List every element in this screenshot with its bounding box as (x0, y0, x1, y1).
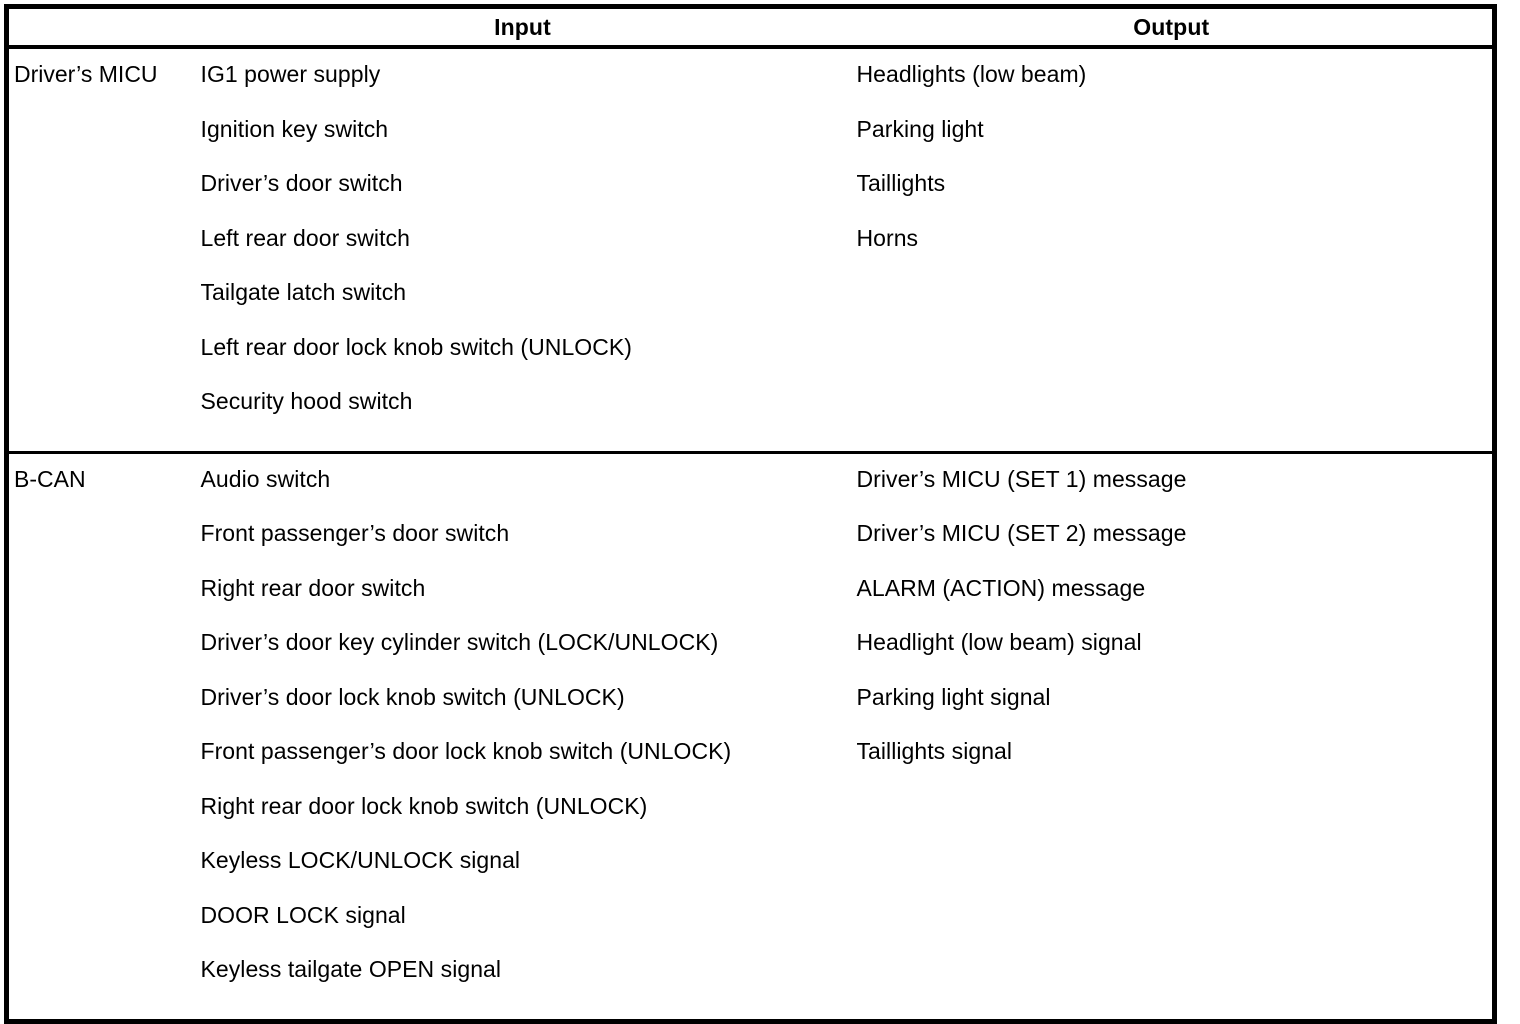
row-input-cell-b-can: Audio switch Front passenger’s door swit… (194, 452, 851, 1021)
list-item: Driver’s door lock knob switch (UNLOCK) (200, 683, 625, 710)
header-input-text: Input (494, 14, 551, 40)
list-item: Left rear door lock knob switch (UNLOCK) (200, 333, 632, 360)
list-item: Audio switch (200, 465, 331, 492)
list-item: Right rear door lock knob switch (UNLOCK… (200, 792, 648, 819)
header-cell-output: Output (850, 6, 1495, 49)
row-label-cell-b-can: B-CAN (6, 452, 195, 1021)
list-item: Horns (856, 224, 919, 251)
input-output-table: Input Output Driver’s MICU IG1 p (4, 4, 1497, 1024)
list-item: Driver’s MICU (SET 2) message (856, 520, 1187, 546)
list-item: Front passenger’s door lock knob switch … (200, 738, 732, 764)
list-item: Front passenger’s door switch (200, 520, 510, 546)
list-item: Headlight (low beam) signal (856, 629, 1142, 655)
list-item: Driver’s MICU (SET 1) message (856, 465, 1187, 492)
list-item: Driver’s door key cylinder switch (LOCK/… (200, 629, 719, 655)
document-page: Input Output Driver’s MICU IG1 p (4, 4, 1497, 1024)
table-row: Driver’s MICU IG1 power supply Ignition … (6, 47, 1495, 454)
list-item: IG1 power supply (200, 61, 381, 87)
list-item: Left rear door switch (200, 224, 410, 251)
list-item: Right rear door switch (200, 574, 426, 601)
list-item: Parking light (856, 115, 984, 142)
header-cell-input: Input (194, 6, 851, 49)
output-item-list: Headlights (low beam) Parking light Tail… (857, 59, 1493, 277)
row-output-cell-driver-micu: Headlights (low beam) Parking light Tail… (850, 47, 1495, 454)
table-header-row: Input Output (6, 6, 1495, 49)
output-item-list: Driver’s MICU (SET 1) message Driver’s M… (857, 464, 1493, 791)
row-label-text: B-CAN (14, 465, 86, 492)
list-item: Security hood switch (200, 388, 413, 414)
list-item: Parking light signal (856, 683, 1051, 710)
list-item: Tailgate latch switch (200, 279, 407, 305)
input-item-list: IG1 power supply Ignition key switch Dri… (201, 59, 851, 441)
table-row: B-CAN Audio switch Front passenger’s doo… (6, 452, 1495, 1021)
list-item: Keyless LOCK/UNLOCK signal (200, 847, 521, 873)
list-item: DOOR LOCK signal (200, 901, 406, 928)
row-label-cell-driver-micu: Driver’s MICU (6, 47, 195, 454)
list-item: Headlights (low beam) (856, 61, 1087, 87)
list-item: Keyless tailgate OPEN signal (200, 956, 502, 982)
row-input-cell-driver-micu: IG1 power supply Ignition key switch Dri… (194, 47, 851, 454)
list-item: Taillights signal (856, 738, 1013, 764)
input-item-list: Audio switch Front passenger’s door swit… (201, 464, 851, 1009)
list-item: ALARM (ACTION) message (856, 574, 1146, 601)
row-label-text: Driver’s MICU (14, 61, 158, 87)
list-item: Taillights (856, 170, 946, 196)
header-output-text: Output (1133, 14, 1210, 40)
header-cell-label (6, 6, 195, 49)
list-item: Ignition key switch (200, 115, 389, 142)
list-item: Driver’s door switch (200, 170, 403, 196)
row-output-cell-b-can: Driver’s MICU (SET 1) message Driver’s M… (850, 452, 1495, 1021)
